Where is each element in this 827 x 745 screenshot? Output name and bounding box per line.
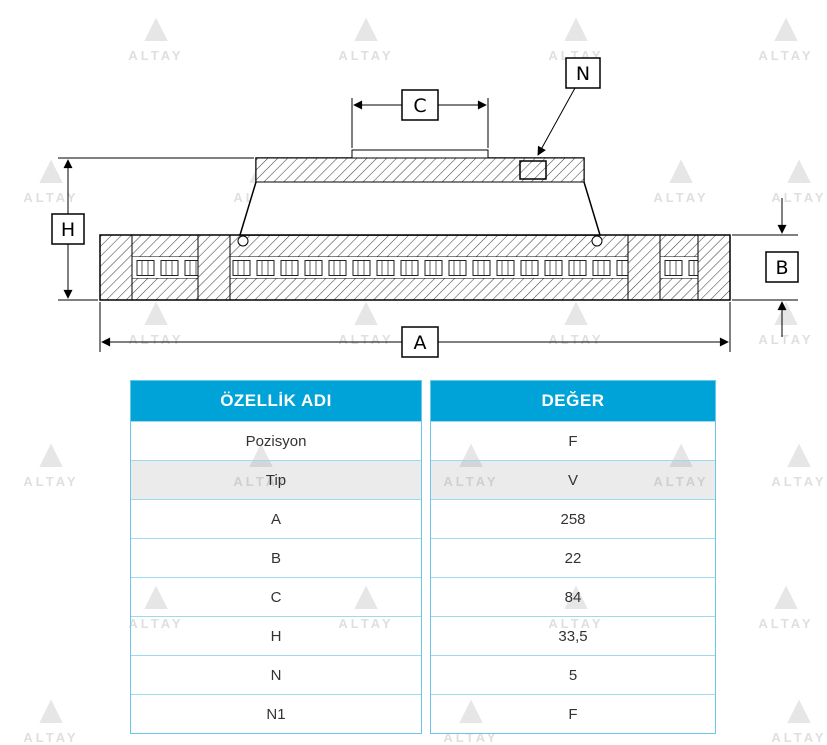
dim-label-c: C <box>413 95 426 117</box>
watermark-brand: ALTAY <box>23 730 79 745</box>
spec-value-cell: F <box>431 694 715 733</box>
altay-triangle-icon: ▲ <box>779 432 819 476</box>
watermark-brand: ALTAY <box>771 474 827 489</box>
spec-name-cell: N <box>131 655 421 694</box>
watermark: ▲ALTAY <box>763 434 827 489</box>
altay-triangle-icon: ▲ <box>766 574 806 618</box>
watermark-brand: ALTAY <box>771 730 827 745</box>
spec-name-cell: Pozisyon <box>131 421 421 460</box>
watermark: ▲ALTAY <box>750 576 822 631</box>
dim-box-n <box>565 57 601 89</box>
dim-label-a: A <box>414 332 427 354</box>
spec-value-cell: 5 <box>431 655 715 694</box>
dim-label-b: B <box>775 257 788 279</box>
dim-label-h: H <box>61 219 75 241</box>
stud-block <box>519 160 547 180</box>
vent-band <box>100 257 730 278</box>
hat-section <box>237 149 603 247</box>
hub-rim <box>351 149 489 159</box>
spec-name-cell: Tip <box>131 460 421 499</box>
spec-name-cell: A <box>131 499 421 538</box>
brake-disc-diagram: C N H B A <box>51 57 799 358</box>
dim-n <box>537 87 576 156</box>
column-header-deger: DEĞER <box>431 381 715 421</box>
column-header-ozellik-adi: ÖZELLİK ADI <box>131 381 421 421</box>
spec-name-cell: H <box>131 616 421 655</box>
spec-value-cell: 258 <box>431 499 715 538</box>
spec-name-cell: N1 <box>131 694 421 733</box>
dim-label-n: N <box>576 63 590 85</box>
watermark: ▲ALTAY <box>763 690 827 745</box>
watermark-brand: ALTAY <box>758 616 814 631</box>
altay-triangle-icon: ▲ <box>31 432 71 476</box>
rotor-section <box>99 234 731 301</box>
watermark-brand: ALTAY <box>23 474 79 489</box>
dim-box-b <box>765 251 799 283</box>
dim-box-a <box>401 326 439 358</box>
spec-name-cell: C <box>131 577 421 616</box>
dim-box-h <box>51 213 85 245</box>
spec-value-cell: F <box>431 421 715 460</box>
fillet-right <box>591 235 603 247</box>
spec-name-cell: B <box>131 538 421 577</box>
spec-value-column: DEĞER F V 258 22 84 33,5 5 F <box>430 380 716 734</box>
spec-name-column: ÖZELLİK ADI Pozisyon Tip A B C H N N1 <box>130 380 422 734</box>
altay-triangle-icon: ▲ <box>779 688 819 732</box>
spec-value-cell: 22 <box>431 538 715 577</box>
spec-value-cell: V <box>431 460 715 499</box>
watermark: ▲ALTAY <box>15 434 87 489</box>
spec-table: ÖZELLİK ADI Pozisyon Tip A B C H N N1 DE… <box>130 380 716 734</box>
dim-box-c <box>401 89 439 121</box>
altay-triangle-icon: ▲ <box>31 688 71 732</box>
spec-value-cell: 84 <box>431 577 715 616</box>
spec-value-cell: 33,5 <box>431 616 715 655</box>
fillet-left <box>237 235 249 247</box>
dim-b <box>732 198 798 337</box>
watermark: ▲ALTAY <box>15 690 87 745</box>
